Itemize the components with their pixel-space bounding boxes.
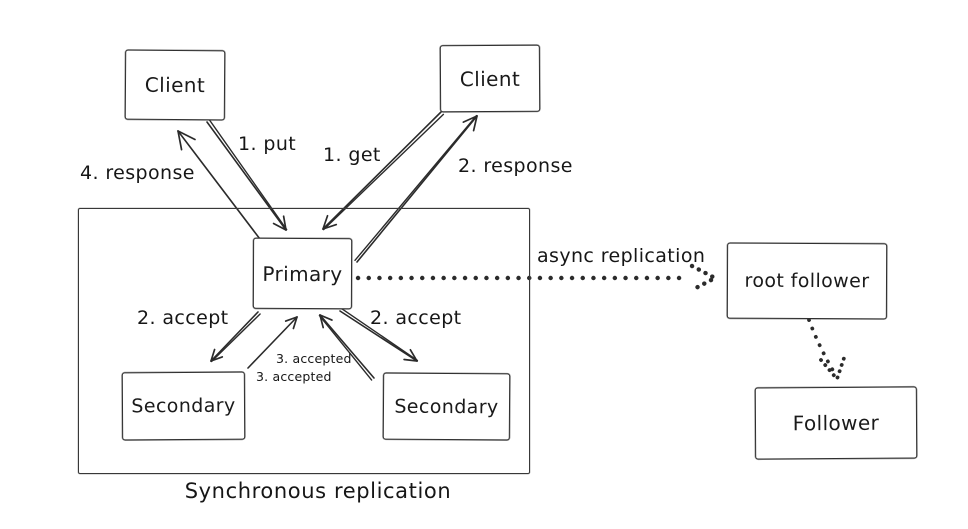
- edge-label-response-right: 2. response: [458, 155, 573, 177]
- edge-label-accept-right: 2. accept: [370, 307, 462, 329]
- node-secondary-left-label: Secondary: [131, 394, 236, 418]
- node-client-left: Client: [124, 49, 226, 121]
- response-2-arrow-head-1: [472, 115, 478, 132]
- edge-label-accepted-upper: 3. accepted: [276, 351, 352, 366]
- node-follower-label: Follower: [792, 410, 880, 436]
- node-client-right-label: Client: [459, 66, 521, 91]
- root-to-follower-dotted-line: [807, 318, 837, 376]
- response-2-arrow-head-0: [462, 115, 478, 124]
- node-secondary-right-label: Secondary: [394, 395, 499, 418]
- async-replication-dotted-arrowhead: [689, 263, 720, 293]
- node-primary: Primary: [252, 237, 353, 310]
- node-secondary-right: Secondary: [382, 372, 511, 441]
- edge-label-put: 1. put: [238, 133, 297, 155]
- sync-replication-group-box: [78, 208, 530, 474]
- edge-label-accepted-lower: 3. accepted: [256, 369, 332, 384]
- edge-label-get: 1. get: [323, 144, 381, 166]
- edge-label-accept-left: 2. accept: [137, 307, 229, 329]
- node-root-follower-label: root follower: [744, 269, 870, 293]
- node-follower: Follower: [754, 386, 918, 460]
- node-secondary-left: Secondary: [121, 371, 246, 441]
- edge-label-async-replication: async replication: [537, 245, 706, 267]
- node-client-right: Client: [439, 44, 541, 113]
- node-root-follower: root follower: [726, 242, 888, 320]
- edge-label-response-left: 4. response: [80, 162, 195, 184]
- root-to-follower-dotted-arrowhead: [819, 353, 847, 383]
- node-client-left-label: Client: [144, 72, 206, 98]
- sync-replication-caption: Synchronous replication: [184, 479, 452, 503]
- response-4-arrow-head-1: [177, 130, 196, 141]
- response-4-arrow-head-0: [177, 130, 183, 151]
- node-primary-label: Primary: [262, 261, 343, 286]
